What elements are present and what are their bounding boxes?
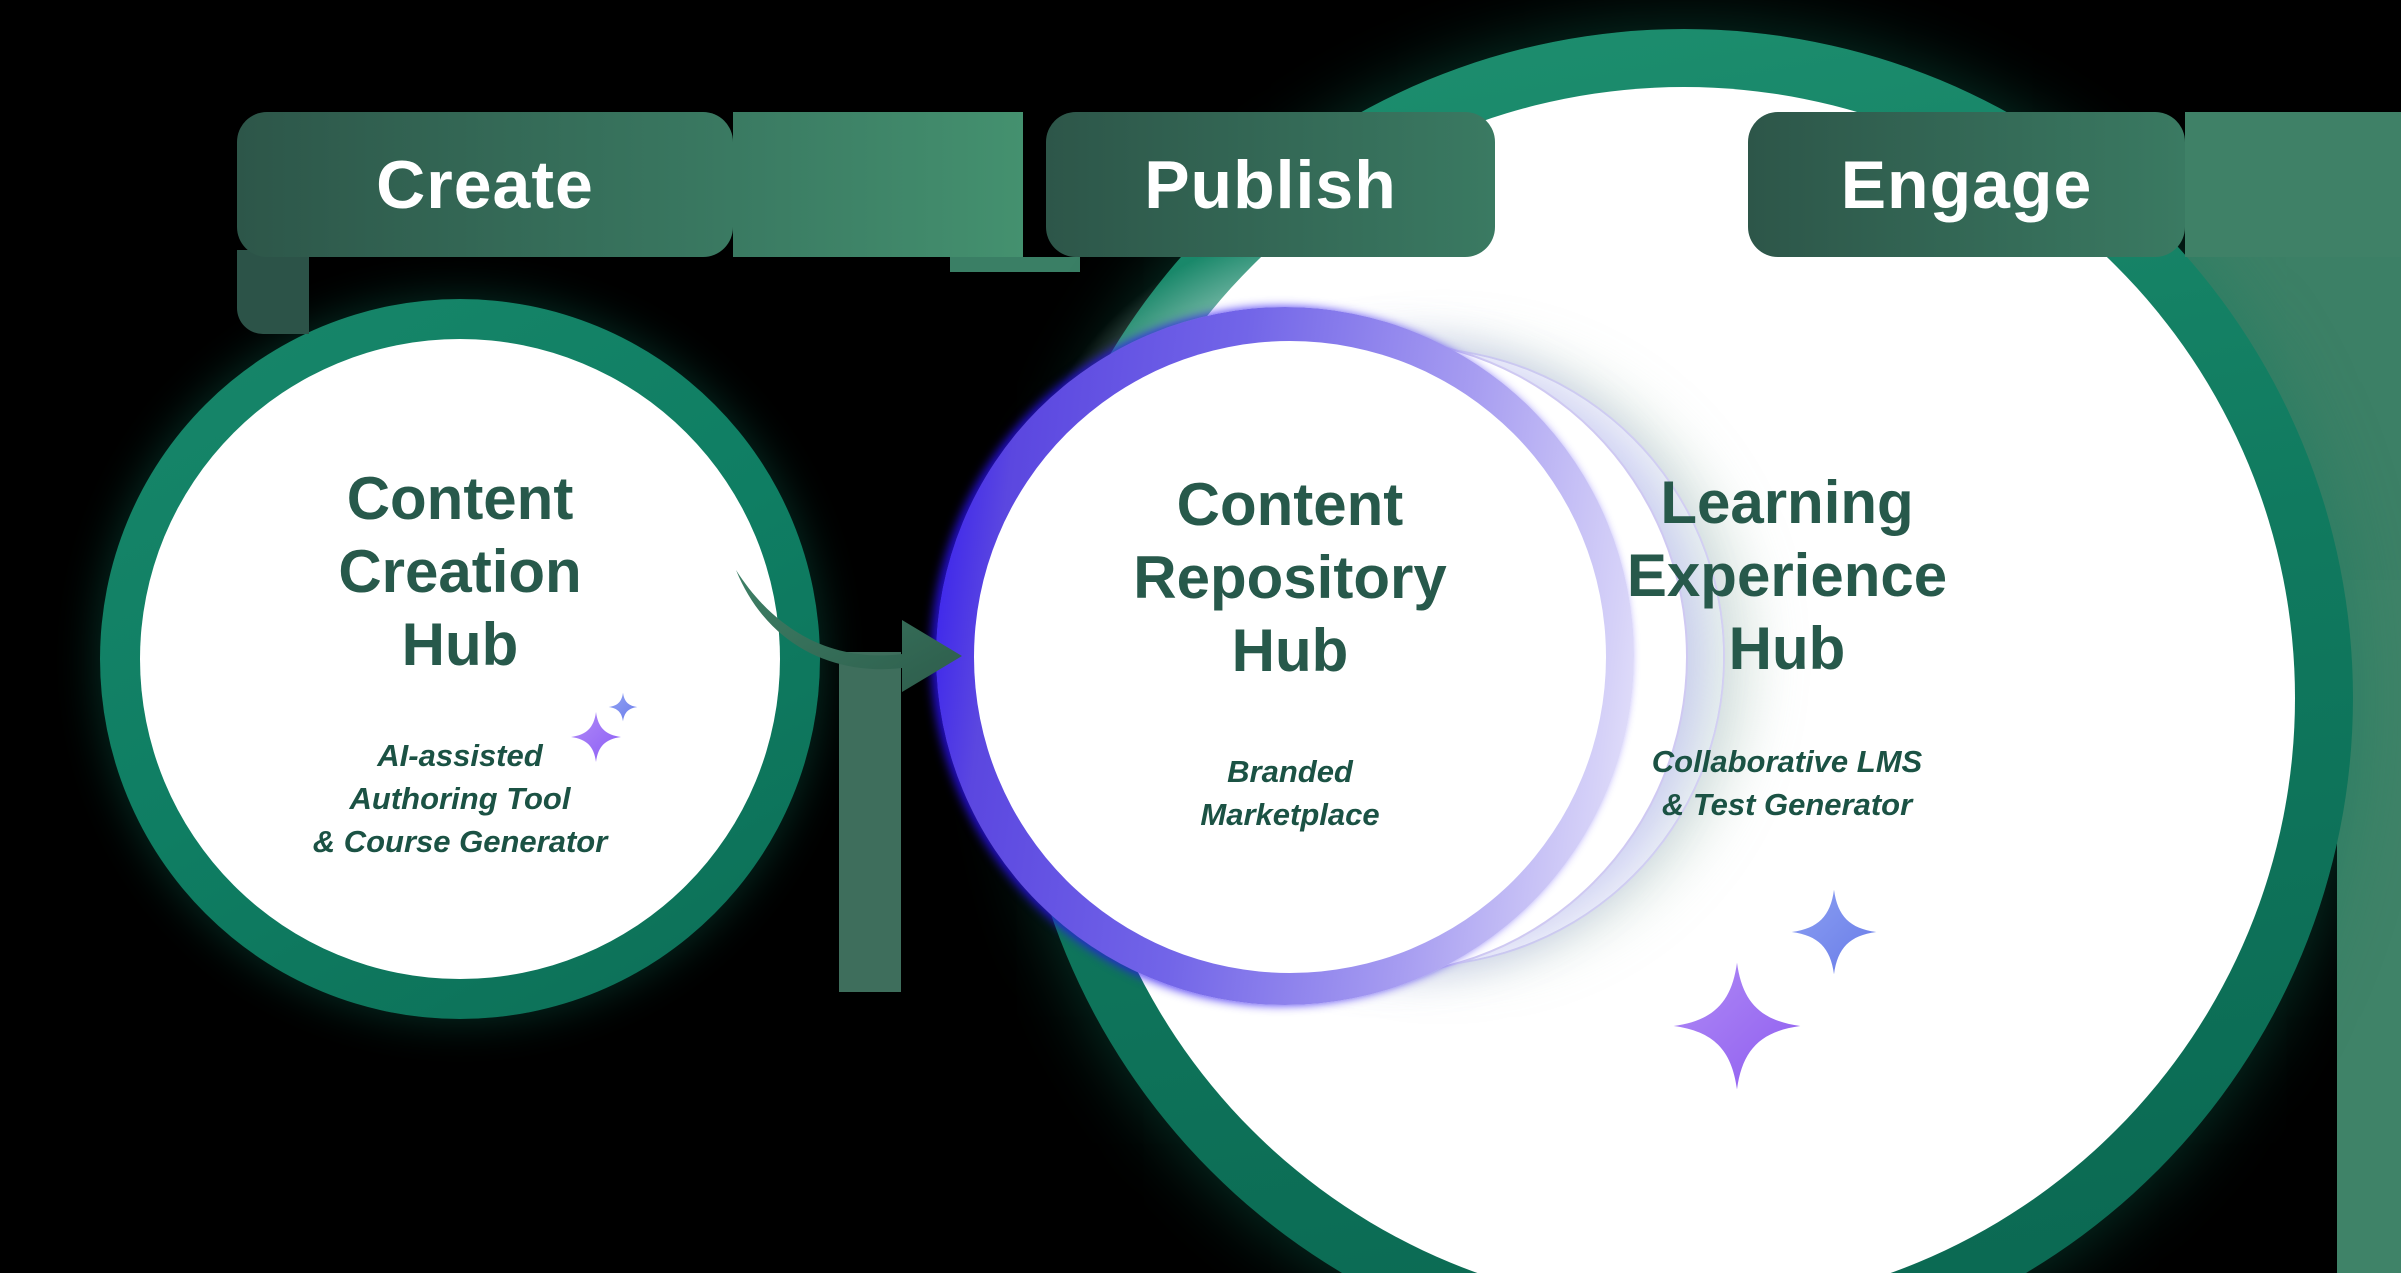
content-creation-hub-circle <box>140 339 780 979</box>
learning-experience-hub-subtitle: Collaborative LMS & Test Generator <box>1651 743 1923 822</box>
create-badge-label: Create <box>376 146 594 223</box>
content-repository-hub-circle <box>974 341 1606 973</box>
engage-badge-extension <box>2185 112 2401 257</box>
content-creation-hub-text: Content Creation Hub AI-assisted Authori… <box>160 462 760 864</box>
publish-badge-label: Publish <box>1144 146 1397 223</box>
content-repository-hub-subtitle: Branded Marketplace <box>1200 753 1380 832</box>
stage-badge-publish: Publish <box>1046 112 1495 257</box>
content-creation-hub-title: Content Creation Hub <box>338 465 582 679</box>
engage-badge-label: Engage <box>1840 146 2093 223</box>
create-badge-tab <box>237 250 309 334</box>
content-repository-hub-text: Content Repository Hub Branded Marketpla… <box>990 468 1590 836</box>
content-repository-hub-title: Content Repository Hub <box>1133 471 1447 685</box>
vertical-connector-bar <box>839 652 901 992</box>
stage-badge-create: Create <box>237 112 733 257</box>
create-badge-extension <box>733 112 1023 257</box>
learning-experience-hub-text: Learning Experience Hub Collaborative LM… <box>1487 466 2087 826</box>
learning-experience-hub-title: Learning Experience Hub <box>1626 469 1948 683</box>
content-creation-hub-subtitle: AI-assisted Authoring Tool & Course Gene… <box>312 737 608 860</box>
stage-badge-engage: Engage <box>1748 112 2185 257</box>
